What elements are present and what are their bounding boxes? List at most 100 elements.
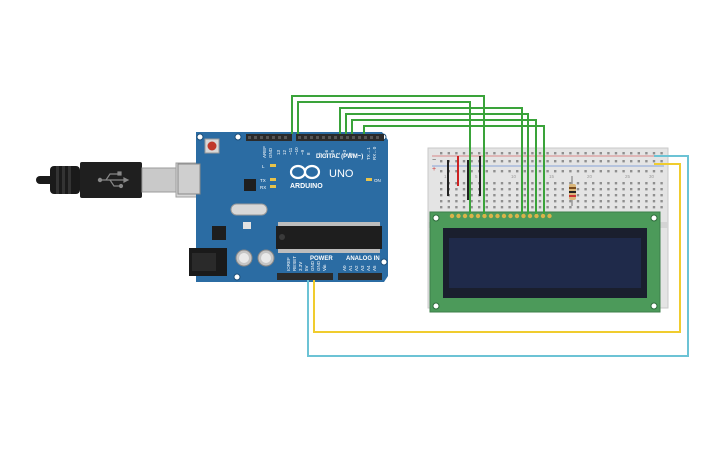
lcd-pin[interactable] — [488, 213, 494, 219]
breadboard-hole[interactable] — [630, 152, 633, 155]
breadboard-hole[interactable] — [554, 170, 557, 173]
breadboard-hole[interactable] — [447, 200, 450, 203]
breadboard-hole[interactable] — [462, 188, 466, 191]
lcd-pin[interactable] — [469, 213, 474, 219]
breadboard-hole[interactable] — [470, 170, 473, 173]
breadboard-hole[interactable] — [523, 200, 526, 203]
breadboard-hole[interactable] — [531, 152, 534, 155]
breadboard-hole[interactable] — [485, 188, 488, 191]
breadboard-hole[interactable] — [538, 194, 542, 197]
breadboard-hole[interactable] — [607, 206, 610, 209]
breadboard-hole[interactable] — [440, 194, 443, 197]
breadboard-hole[interactable] — [500, 206, 504, 209]
breadboard-hole[interactable] — [531, 206, 534, 209]
breadboard-hole[interactable] — [462, 160, 466, 163]
breadboard-hole[interactable] — [569, 160, 572, 163]
breadboard-hole[interactable] — [561, 182, 564, 185]
breadboard-hole[interactable] — [538, 188, 542, 191]
breadboard-hole[interactable] — [599, 206, 602, 209]
breadboard-hole[interactable] — [622, 206, 625, 209]
breadboard-hole[interactable] — [561, 152, 564, 155]
breadboard-hole[interactable] — [561, 200, 564, 203]
breadboard-hole[interactable] — [531, 160, 534, 163]
breadboard-hole[interactable] — [516, 152, 519, 155]
breadboard-hole[interactable] — [607, 200, 610, 203]
breadboard-hole[interactable] — [630, 200, 633, 203]
breadboard-hole[interactable] — [462, 170, 466, 173]
breadboard-hole[interactable] — [531, 200, 534, 203]
breadboard-hole[interactable] — [614, 160, 618, 163]
breadboard-hole[interactable] — [614, 170, 618, 173]
breadboard-hole[interactable] — [523, 170, 526, 173]
breadboard-hole[interactable] — [523, 182, 526, 185]
breadboard-hole[interactable] — [440, 188, 443, 191]
breadboard-hole[interactable] — [546, 170, 549, 173]
lcd-pin[interactable] — [534, 213, 539, 219]
breadboard-hole[interactable] — [538, 200, 542, 203]
breadboard-hole[interactable] — [554, 152, 557, 155]
breadboard-hole[interactable] — [500, 170, 504, 173]
breadboard-hole[interactable] — [440, 160, 443, 163]
breadboard-hole[interactable] — [440, 170, 443, 173]
breadboard-hole[interactable] — [508, 188, 511, 191]
breadboard-hole[interactable] — [546, 182, 549, 185]
breadboard-hole[interactable] — [607, 194, 610, 197]
breadboard-hole[interactable] — [645, 194, 648, 197]
breadboard-hole[interactable] — [508, 160, 511, 163]
breadboard-hole[interactable] — [523, 188, 526, 191]
breadboard-hole[interactable] — [478, 152, 481, 155]
breadboard-hole[interactable] — [538, 160, 542, 163]
breadboard-hole[interactable] — [546, 152, 549, 155]
breadboard-hole[interactable] — [652, 194, 656, 197]
breadboard-hole[interactable] — [652, 152, 656, 155]
breadboard-hole[interactable] — [622, 182, 625, 185]
breadboard-hole[interactable] — [592, 206, 595, 209]
breadboard-hole[interactable] — [493, 206, 496, 209]
breadboard-hole[interactable] — [516, 160, 519, 163]
lcd-pin[interactable] — [508, 213, 513, 219]
breadboard-hole[interactable] — [554, 160, 557, 163]
breadboard-hole[interactable] — [637, 194, 640, 197]
breadboard-hole[interactable] — [622, 160, 625, 163]
resistor[interactable] — [569, 176, 576, 206]
breadboard-hole[interactable] — [599, 182, 602, 185]
breadboard-hole[interactable] — [607, 182, 610, 185]
breadboard-hole[interactable] — [462, 206, 466, 209]
breadboard-hole[interactable] — [554, 206, 557, 209]
breadboard-hole[interactable] — [614, 194, 618, 197]
breadboard-hole[interactable] — [470, 182, 473, 185]
breadboard-hole[interactable] — [470, 200, 473, 203]
breadboard-hole[interactable] — [546, 200, 549, 203]
breadboard-hole[interactable] — [599, 200, 602, 203]
breadboard-hole[interactable] — [455, 188, 458, 191]
breadboard-hole[interactable] — [637, 206, 640, 209]
breadboard-hole[interactable] — [470, 206, 473, 209]
breadboard-hole[interactable] — [607, 188, 610, 191]
breadboard-hole[interactable] — [493, 188, 496, 191]
breadboard-hole[interactable] — [546, 188, 549, 191]
breadboard-hole[interactable] — [584, 188, 587, 191]
breadboard-hole[interactable] — [455, 206, 458, 209]
breadboard-hole[interactable] — [576, 160, 580, 163]
breadboard-hole[interactable] — [493, 194, 496, 197]
breadboard-hole[interactable] — [607, 160, 610, 163]
breadboard-hole[interactable] — [660, 160, 663, 163]
breadboard-hole[interactable] — [614, 206, 618, 209]
breadboard-hole[interactable] — [561, 206, 564, 209]
breadboard-hole[interactable] — [447, 206, 450, 209]
breadboard-hole[interactable] — [440, 182, 443, 185]
breadboard-hole[interactable] — [584, 170, 587, 173]
breadboard-hole[interactable] — [630, 188, 633, 191]
breadboard-hole[interactable] — [622, 170, 625, 173]
breadboard-hole[interactable] — [546, 160, 549, 163]
breadboard-hole[interactable] — [470, 152, 473, 155]
breadboard-hole[interactable] — [485, 200, 488, 203]
breadboard-hole[interactable] — [584, 182, 587, 185]
breadboard-hole[interactable] — [645, 200, 648, 203]
breadboard-hole[interactable] — [508, 206, 511, 209]
breadboard-hole[interactable] — [599, 194, 602, 197]
breadboard-hole[interactable] — [531, 182, 534, 185]
breadboard-hole[interactable] — [569, 170, 572, 173]
breadboard-hole[interactable] — [523, 194, 526, 197]
breadboard-hole[interactable] — [584, 200, 587, 203]
